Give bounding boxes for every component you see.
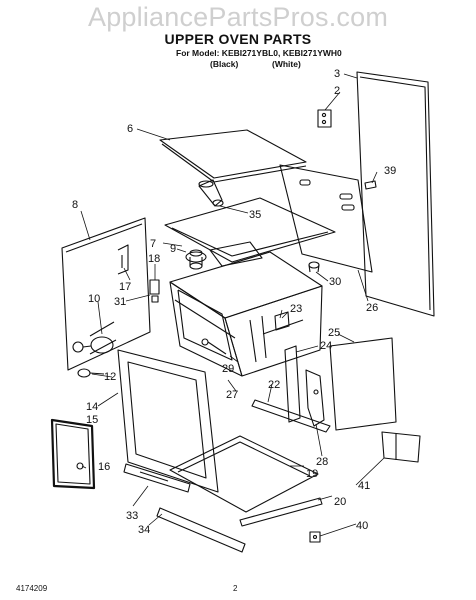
part-upper-frame bbox=[164, 197, 336, 267]
part-sensor-knob bbox=[185, 249, 207, 270]
callout-39: 39 bbox=[384, 165, 396, 177]
document-number: 4174209 bbox=[16, 584, 48, 593]
part-bulb-cover bbox=[77, 368, 105, 378]
callout-26: 26 bbox=[366, 302, 378, 314]
part-door-latch bbox=[305, 369, 325, 427]
part-corner-bracket bbox=[381, 431, 421, 463]
callout-19: 19 bbox=[306, 468, 318, 480]
part-bracket-small bbox=[274, 311, 290, 331]
callout-3: 3 bbox=[334, 68, 340, 80]
page-number: 2 bbox=[233, 584, 238, 593]
callout-24: 24 bbox=[320, 340, 332, 352]
callout-28: 28 bbox=[316, 456, 328, 468]
part-door-switch bbox=[149, 279, 160, 303]
part-vertical-bracket bbox=[284, 345, 301, 423]
leader-lines bbox=[80, 73, 385, 537]
part-light-socket bbox=[201, 338, 227, 355]
model-line: For Model: KEBI271YBL0, KEBI271YWH0 bbox=[176, 48, 342, 58]
part-clip bbox=[364, 180, 377, 190]
callout-23: 23 bbox=[290, 303, 302, 315]
part-top-panel bbox=[159, 129, 307, 183]
part-rear-panel bbox=[279, 164, 373, 273]
part-bottom-strip bbox=[156, 507, 246, 553]
callout-31: 31 bbox=[114, 296, 126, 308]
part-side-panel-left bbox=[61, 217, 151, 371]
callout-41: 41 bbox=[358, 480, 370, 492]
part-panel-lower-right bbox=[329, 337, 397, 431]
variant-black: (Black) bbox=[210, 59, 239, 69]
callout-12: 12 bbox=[104, 371, 116, 383]
callout-20: 20 bbox=[334, 496, 346, 508]
callout-22: 22 bbox=[268, 379, 280, 391]
callout-15: 15 bbox=[86, 414, 98, 426]
part-hinge-bracket bbox=[317, 109, 332, 128]
callout-35: 35 bbox=[249, 209, 261, 221]
part-side-bracket bbox=[117, 244, 129, 275]
callout-40: 40 bbox=[356, 520, 368, 532]
callout-17: 17 bbox=[119, 281, 131, 293]
part-lower-trim bbox=[123, 463, 191, 493]
part-vent-duct bbox=[198, 179, 224, 207]
callout-25: 25 bbox=[328, 327, 340, 339]
part-door-frame bbox=[117, 349, 219, 493]
callout-34: 34 bbox=[138, 524, 150, 536]
part-front-strip bbox=[239, 497, 323, 527]
callout-18: 18 bbox=[148, 253, 160, 265]
callout-27: 27 bbox=[226, 389, 238, 401]
watermark-logo: AppliancePartsPros.com bbox=[87, 2, 389, 32]
part-side-panel-right bbox=[356, 71, 435, 317]
part-bottom-panel bbox=[169, 435, 319, 513]
callout-6: 6 bbox=[127, 123, 133, 135]
callout-7: 7 bbox=[150, 238, 156, 250]
part-door-gasket bbox=[50, 418, 96, 490]
callout-30: 30 bbox=[329, 276, 341, 288]
callout-10: 10 bbox=[88, 293, 100, 305]
part-screw-plate bbox=[309, 531, 321, 543]
part-gasket-clip bbox=[76, 462, 84, 470]
part-plug bbox=[308, 261, 320, 273]
callout-16: 16 bbox=[98, 461, 110, 473]
callout-14: 14 bbox=[86, 401, 98, 413]
callout-33: 33 bbox=[126, 510, 138, 522]
callout-labels: 3 2 6 39 35 8 7 9 18 17 10 31 30 26 23 2… bbox=[72, 68, 396, 536]
part-slide-rail bbox=[251, 399, 331, 433]
callout-8: 8 bbox=[72, 199, 78, 211]
part-oven-cavity bbox=[169, 251, 323, 377]
diagram-title: UPPER OVEN PARTS bbox=[164, 31, 312, 47]
callout-29: 29 bbox=[222, 363, 234, 375]
part-light-bulb bbox=[72, 321, 117, 355]
callout-9: 9 bbox=[170, 243, 176, 255]
variant-white: (White) bbox=[272, 59, 301, 69]
callout-2: 2 bbox=[334, 85, 340, 97]
